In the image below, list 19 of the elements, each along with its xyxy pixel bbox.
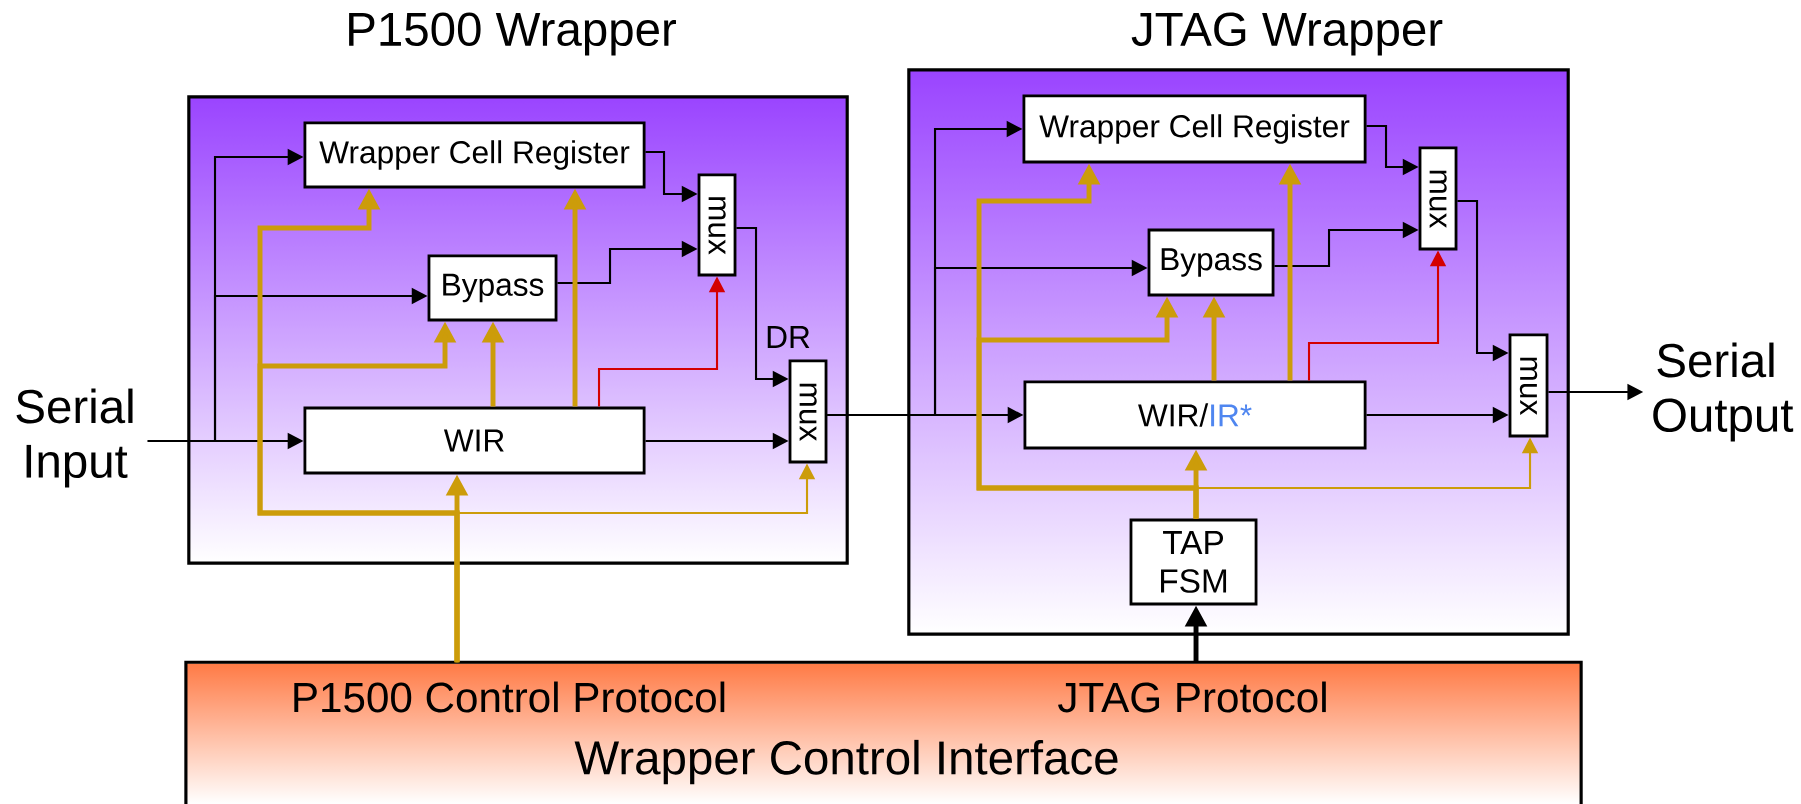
fsm-box: TAP FSM: [1129, 518, 1258, 606]
register-box: Wrapper Cell Register: [303, 121, 646, 189]
band-title: Wrapper Control Interface: [574, 739, 1118, 785]
wrapper-title: JTAG Wrapper: [1131, 12, 1443, 56]
register-box: WIR/IR*: [1023, 380, 1367, 450]
mux-box: mux: [788, 359, 828, 464]
mux-box: mux: [1508, 333, 1549, 438]
register-box: Wrapper Cell Register: [1022, 94, 1367, 164]
mux-box: mux: [1418, 146, 1458, 251]
protocol-label: P1500 Control Protocol: [294, 681, 725, 713]
terminal-label: Serial Input: [16, 388, 133, 488]
register-box: WIR: [303, 406, 646, 475]
register-box: Bypass: [427, 254, 558, 322]
mux-box: mux: [697, 173, 737, 277]
register-box: Bypass: [1147, 228, 1275, 297]
bus-label: DR: [767, 326, 810, 348]
terminal-label: Serial Output: [1653, 342, 1794, 442]
wrapper-title: P1500 Wrapper: [349, 12, 676, 56]
protocol-label: JTAG Protocol: [1058, 681, 1326, 713]
